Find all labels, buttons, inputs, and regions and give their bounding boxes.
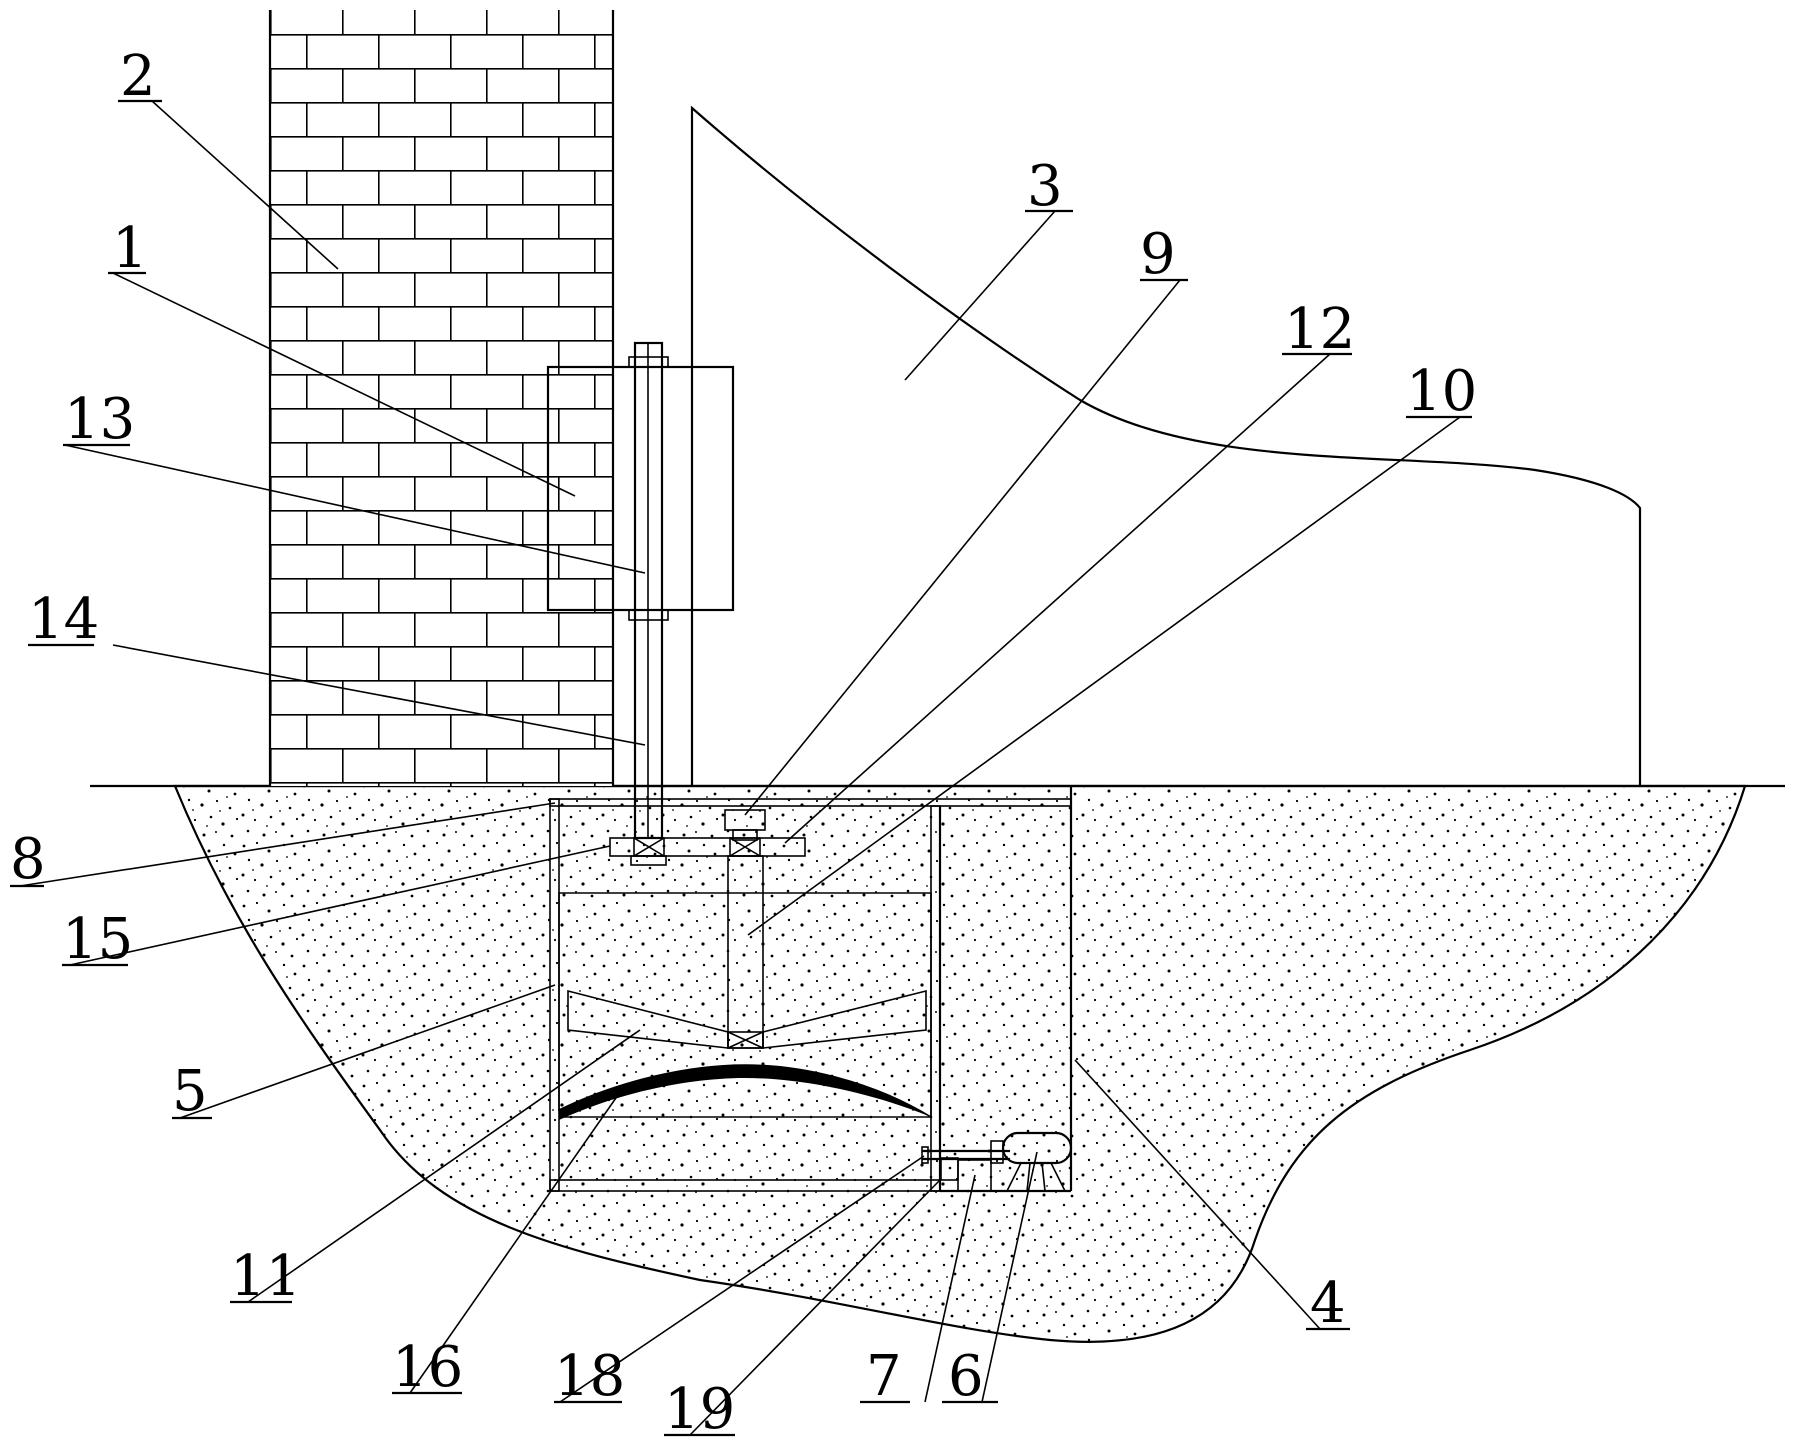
plant-outline — [690, 105, 1642, 786]
lower-shaft-cap — [630, 855, 667, 866]
label-19: 19 — [664, 1377, 735, 1442]
gear-right — [729, 837, 761, 857]
gear-left-cross — [633, 837, 665, 857]
brick-wall — [270, 10, 613, 786]
label-16: 16 — [392, 1335, 463, 1400]
label-18: 18 — [554, 1344, 625, 1409]
label-underlines — [10, 99, 1472, 1437]
label-15: 15 — [62, 907, 133, 972]
controller-box — [957, 1159, 992, 1192]
gear-right-cross — [729, 837, 761, 857]
label-14: 14 — [28, 587, 99, 652]
motor-body — [732, 829, 758, 841]
label-8: 8 — [10, 827, 46, 892]
label-9: 9 — [1140, 222, 1176, 287]
label-10: 10 — [1406, 359, 1477, 424]
pump-body — [1001, 1131, 1073, 1165]
pump-legs — [1006, 1162, 1066, 1192]
label-3: 3 — [1027, 154, 1063, 219]
label-2: 2 — [120, 44, 156, 109]
label-1: 1 — [112, 216, 148, 281]
label-13: 13 — [64, 387, 135, 452]
dense-arc-layer — [559, 1065, 931, 1120]
label-7: 7 — [866, 1344, 902, 1409]
label-11: 11 — [230, 1244, 301, 1309]
stir-hub — [727, 1031, 764, 1049]
label-4: 4 — [1310, 1271, 1346, 1336]
soil-ground — [173, 784, 1747, 1343]
transmission-bar — [609, 837, 806, 857]
label-12: 12 — [1284, 297, 1355, 362]
label-6: 6 — [948, 1344, 984, 1409]
stir-hub-cross — [727, 1031, 764, 1049]
valve — [921, 1146, 929, 1164]
label-5: 5 — [172, 1059, 208, 1124]
leader-lines — [19, 100, 1461, 1436]
